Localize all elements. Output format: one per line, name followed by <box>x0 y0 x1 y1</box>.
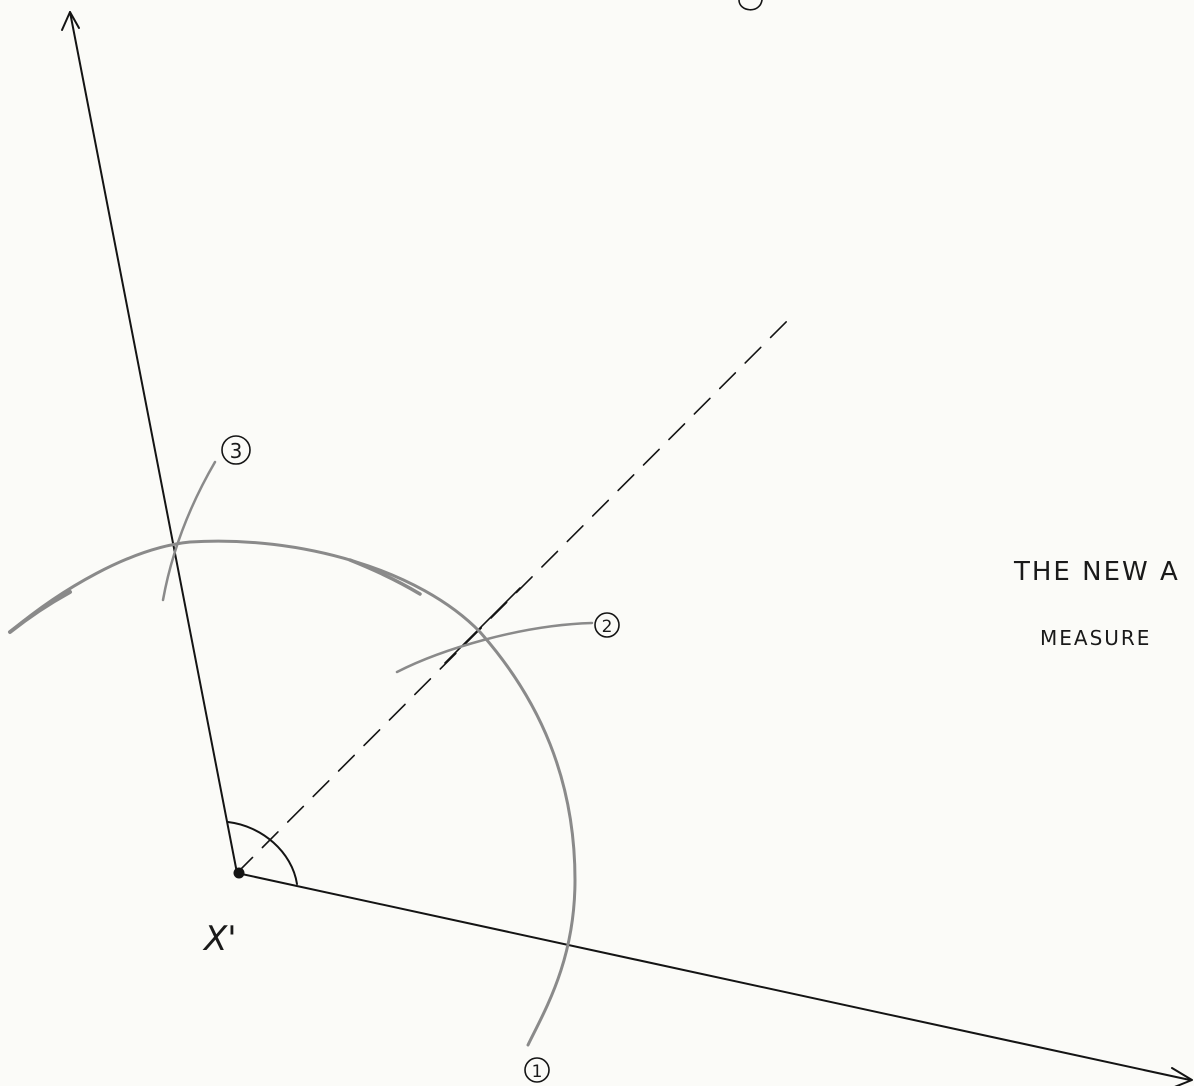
ray-upper <box>69 11 238 874</box>
arrowhead-upper <box>61 11 80 31</box>
arc-large-dark-segment <box>8 590 72 634</box>
vertex-label: X' <box>202 919 237 959</box>
arc-large-construction <box>8 539 577 1047</box>
bisector-dashed-line <box>236 317 791 874</box>
arc-large-dark-segment-2 <box>348 558 422 596</box>
step-label-1-group: 1 <box>524 1057 550 1083</box>
step-label-3: 3 <box>230 439 243 463</box>
caption-line-2: MEASURE <box>1040 626 1151 650</box>
angle-mark-arc <box>227 821 298 885</box>
arrowhead-lower <box>1171 1067 1193 1086</box>
vertex-point <box>233 867 245 879</box>
step-label-1-circle <box>524 1057 550 1083</box>
bisector-solid-segment <box>444 587 521 664</box>
step-label-1: 1 <box>532 1062 543 1082</box>
step-label-2: 2 <box>602 617 613 637</box>
arc-small-3 <box>161 460 217 602</box>
cut-off-top-circle <box>738 0 763 11</box>
caption-line-1: THE NEW A <box>1013 557 1180 587</box>
step-label-2-circle <box>594 612 620 638</box>
arc-small-2 <box>395 621 594 674</box>
step-label-2-group: 2 <box>594 612 620 638</box>
step-label-3-group: 3 <box>221 435 251 465</box>
step-label-3-circle <box>221 435 251 465</box>
ray-lower <box>236 872 1191 1081</box>
